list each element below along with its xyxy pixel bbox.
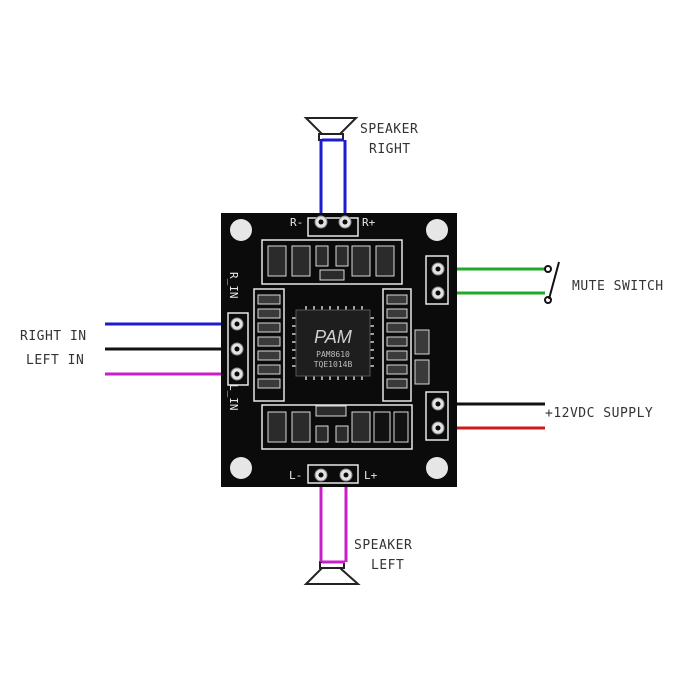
speaker-left-label-line1: SPEAKER — [354, 538, 413, 553]
mounting-hole — [230, 219, 252, 241]
silk-l-minus: L- — [289, 469, 302, 482]
speaker-right-icon — [303, 117, 359, 141]
supply-wires — [440, 402, 545, 430]
silk-l-plus: L+ — [364, 469, 378, 482]
speaker-right-label-line1: SPEAKER — [360, 122, 419, 137]
chip-brand: PAM — [314, 327, 352, 347]
speaker-right-label-line2: RIGHT — [369, 142, 411, 157]
silk-r-in: R_IN — [227, 272, 240, 299]
mounting-hole — [230, 457, 252, 479]
connector-pads — [230, 215, 445, 482]
left-in-label: LEFT IN — [26, 353, 85, 368]
amplifier-chip: PAM PAM8610 TQE1014B — [292, 306, 374, 380]
right-in-label: RIGHT IN — [20, 329, 87, 344]
chip-model: PAM8610 — [316, 350, 350, 359]
silk-r-minus: R- — [290, 216, 303, 229]
mute-switch-wires — [440, 267, 545, 295]
chip-code: TQE1014B — [314, 360, 353, 369]
switch-icon — [544, 261, 560, 304]
mute-switch-label: MUTE SWITCH — [572, 279, 664, 294]
silk-r-plus: R+ — [362, 216, 376, 229]
supply-label: +12VDC SUPPLY — [545, 406, 654, 421]
mounting-hole — [426, 219, 448, 241]
pcb-board: PAM PAM8610 TQE1014B R- R+ L- L+ R_IN L_ — [221, 213, 457, 487]
speaker-left-label-line2: LEFT — [371, 558, 405, 573]
input-wires — [105, 322, 237, 376]
silk-l-in: L_IN — [227, 384, 240, 411]
speaker-left-wires — [319, 475, 348, 564]
speaker-left-icon — [303, 561, 361, 585]
speaker-right-wires — [319, 138, 347, 220]
mounting-hole — [426, 457, 448, 479]
